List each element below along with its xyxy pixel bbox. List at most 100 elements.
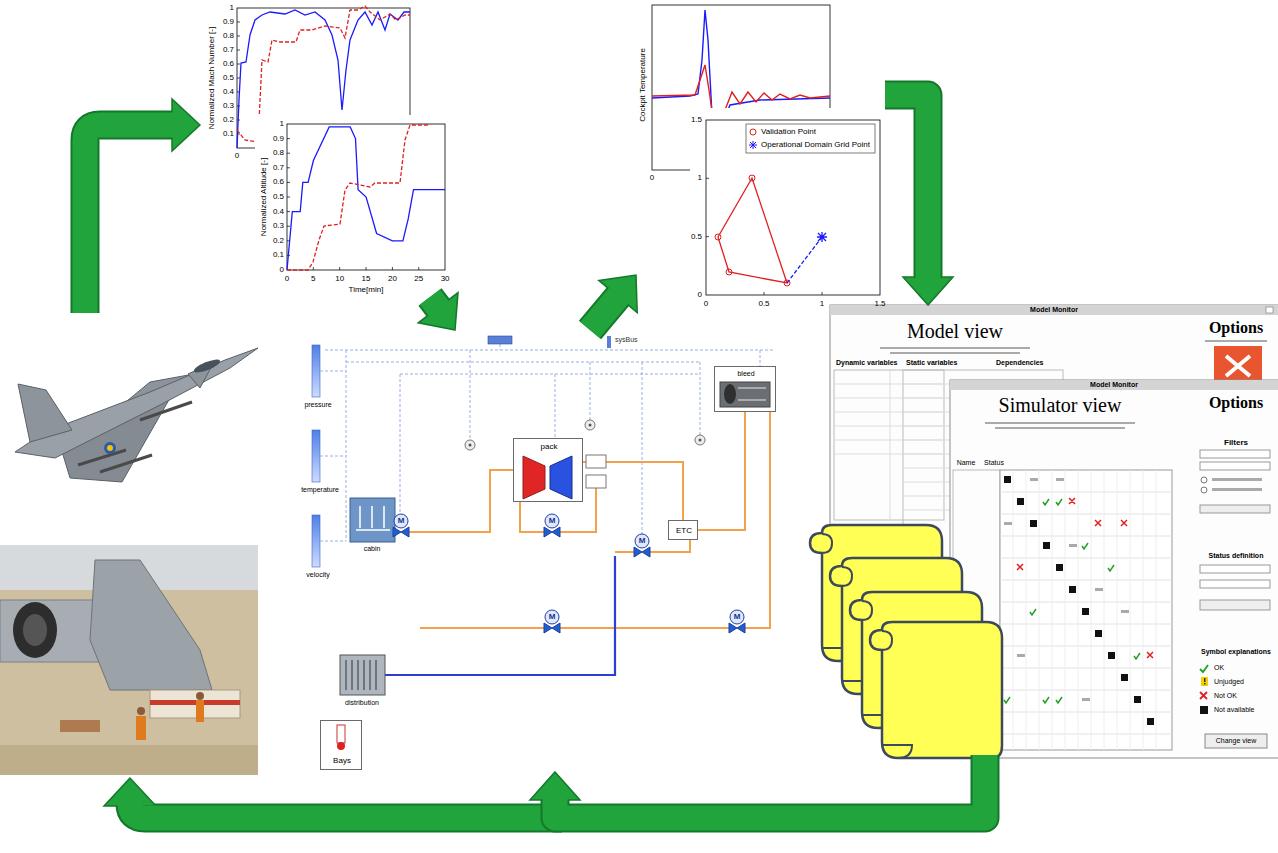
ui-label: Not OK [1214,692,1237,700]
tick-label: 0.5 [223,73,234,82]
ui-label: Options [1209,394,1263,412]
arrow-body [430,297,439,309]
node-text: Bays [333,756,351,765]
tick-label: 0.8 [273,149,284,158]
ui-label: Static variables [906,359,957,367]
arrow-head [530,772,580,800]
tick-label: 0.1 [273,251,284,260]
ui-label: Options [1209,319,1263,337]
node-text: Time[min] [349,285,384,294]
tick-label: 0.2 [223,115,234,124]
ui-label: Dependencies [996,359,1043,367]
ui-label: Status [984,459,1004,467]
tick-label: 1 [280,119,284,128]
tick-label: 15 [362,274,371,283]
tick-label: 1.5 [691,115,702,124]
ui-label: Not available [1214,706,1254,714]
component-label: cabin [364,545,381,553]
tick-label: 0.3 [223,101,234,110]
node-text: Normalized Mach Number [-] [207,27,216,129]
tick-label: 0.7 [273,163,284,172]
tick-label: 0.5 [758,299,769,308]
flow-arrow [590,275,637,330]
node-text: Simulator view [999,394,1122,417]
tick-label: 1 [698,174,702,183]
component-label: velocity [306,571,329,579]
tick-label: 0.5 [691,232,702,241]
tick-label: 0.8 [223,31,234,40]
ui-label: Name [957,459,976,467]
chart-panel: Cockpit Temperature [636,0,885,312]
node-text: Model view [907,320,1003,343]
tick-label: 0 [698,290,702,299]
tick-label: 0.9 [273,134,284,143]
report-scrolls [810,525,1002,758]
tick-label: 0 [280,265,284,274]
ui-label: OK [1214,664,1224,672]
component-box: pack [513,438,583,502]
tick-label: 25 [414,274,423,283]
legend-text: Operational Domain Grid Point [761,140,870,149]
node-text: Cockpit Temperature [638,48,647,122]
jet-photo [0,315,260,505]
legend-text: Validation Point [761,127,816,136]
tick-label: 0.4 [273,207,284,216]
arrow-body [555,755,985,818]
component-box: ETC [668,520,698,540]
tick-label: 0 [650,173,654,182]
motor-symbol: M [398,516,405,525]
tick-label: 1 [820,299,824,308]
monitor-window: Model Monitor Model view [830,305,1278,575]
node-text: pack [541,442,558,451]
tick-label: 0 [704,299,708,308]
arrow-head [418,293,458,330]
altitude-chart [255,115,447,297]
arrow-body [885,95,928,279]
component-box: bleed [714,366,776,412]
flow-arrow [530,755,985,818]
tick-label: 0.9 [223,17,234,26]
motor-symbol: M [734,612,741,621]
tick-label: 1 [230,3,234,12]
ui-label: Status definition [1209,552,1264,560]
tick-label: 0 [235,151,239,160]
tick-label: 0.3 [273,222,284,231]
green-arrow [85,99,562,818]
node-text: Normalized Altitude [-] [259,158,268,236]
ui-label: Symbol explanations [1201,648,1271,656]
ui-label: Filters [1224,438,1248,447]
tick-label: 0.1 [223,129,234,138]
motor-symbol: M [639,536,646,545]
motor-symbol: M [549,612,556,621]
arrow-body [590,295,619,330]
scatter-chart [690,108,886,312]
ui-label: Dynamic variables [836,359,897,367]
valves [393,514,745,633]
tick-label: 0.7 [223,45,234,54]
tick-label: 1.5 [874,299,885,308]
model-drawing [312,336,775,750]
motor-symbol: M [549,516,556,525]
arrow-head [903,277,953,305]
tick-label: 20 [388,274,397,283]
ui-label: Change view [1216,737,1256,745]
node-text: sysBus [615,336,638,344]
component-box: Bays [320,720,362,770]
flow-arrow [418,293,458,330]
arrow-outline [430,297,439,309]
tick-label: 0.6 [273,178,284,187]
node-text: Model Monitor [1090,381,1138,389]
component-label: distribution [345,699,379,707]
arrow-outline [590,295,619,330]
flow-arrow [885,95,953,305]
tick-label: 30 [441,274,450,283]
ground-photo [0,545,258,775]
tick-label: 0.4 [223,87,234,96]
node-text: ETC [676,526,692,535]
tick-label: 0.5 [273,192,284,201]
tick-label: 0.6 [223,59,234,68]
chart-panel: Normalized Mach Number [-] [205,0,415,158]
